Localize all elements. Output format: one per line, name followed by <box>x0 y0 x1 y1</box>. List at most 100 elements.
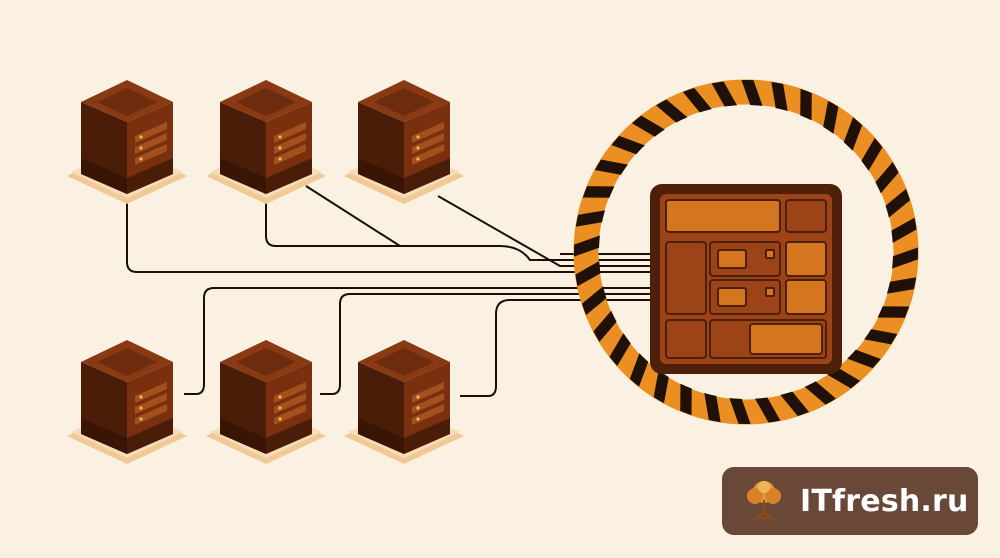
hazard-stripe-ring <box>574 80 919 424</box>
ring-stripe <box>777 387 812 420</box>
server-bay <box>135 393 167 414</box>
server-led <box>416 395 420 399</box>
server-bay <box>412 393 444 414</box>
server-bay <box>135 133 167 154</box>
server-led <box>139 417 143 421</box>
connection-wires <box>126 185 662 397</box>
wire <box>265 200 662 261</box>
ring-stripe <box>801 377 840 408</box>
tree-icon <box>747 481 781 521</box>
server-led <box>139 395 143 399</box>
server-bay <box>274 382 306 403</box>
server-top-face <box>81 340 173 382</box>
panel-block-footer-left <box>665 319 707 359</box>
ring-stripe <box>888 246 919 270</box>
panel-block-side <box>665 241 707 315</box>
ring-stripe <box>871 158 902 197</box>
server-led <box>139 406 143 410</box>
wire <box>437 195 662 267</box>
server-bay <box>412 133 444 154</box>
server-led <box>139 135 143 139</box>
brand-badge[interactable]: ITfresh.ru <box>722 467 978 535</box>
server-led <box>278 417 282 421</box>
server-led <box>416 406 420 410</box>
ring-stripe <box>628 349 651 391</box>
server-led <box>416 417 420 421</box>
server-led <box>416 157 420 161</box>
ring-stripe <box>886 215 919 246</box>
wire <box>460 299 662 397</box>
server-bay <box>412 404 444 425</box>
server-top-face <box>358 340 450 382</box>
ring-stripe <box>680 84 715 117</box>
server-led <box>278 135 282 139</box>
server-bottom-2 <box>206 340 326 464</box>
server-led <box>278 406 282 410</box>
server-top-face <box>220 80 312 122</box>
ring-stripe <box>703 388 722 424</box>
wire <box>126 200 662 273</box>
panel-block-row2-right <box>785 279 827 315</box>
server-top-2 <box>206 80 326 204</box>
ring-stripe <box>607 134 649 157</box>
ring-stripe <box>652 96 691 127</box>
ring-stripe <box>628 113 669 140</box>
ring-stripe <box>574 258 606 289</box>
server-bay <box>274 133 306 154</box>
server-bay <box>135 382 167 403</box>
server-led <box>139 146 143 150</box>
server-led <box>278 146 282 150</box>
server-led <box>278 157 282 161</box>
server-top-face <box>81 80 173 122</box>
ring-stripe <box>574 209 610 228</box>
ring-stripe <box>709 80 740 112</box>
server-bay <box>274 393 306 414</box>
ring-stripe <box>740 80 764 110</box>
dashboard-panel-icon <box>650 184 842 374</box>
wire <box>184 287 662 395</box>
server-top-face <box>220 340 312 382</box>
brand-name: ITfresh.ru <box>800 483 969 519</box>
server-bay <box>412 122 444 143</box>
panel-block-row2-pip <box>765 287 775 297</box>
server-led <box>416 135 420 139</box>
ring-stripe <box>843 347 885 370</box>
server-top-1 <box>67 80 187 204</box>
ring-stripe <box>822 96 840 139</box>
server-bay <box>274 122 306 143</box>
server-bay <box>412 382 444 403</box>
server-bottom-3 <box>344 340 464 464</box>
wire <box>305 185 401 247</box>
panel-block-corner <box>785 199 827 233</box>
server-bottom-1 <box>67 340 187 464</box>
panel-block-row1-dot <box>717 249 747 269</box>
server-led <box>139 157 143 161</box>
server-bay <box>274 144 306 165</box>
server-bay <box>135 144 167 165</box>
panel-block-row1-pip <box>765 249 775 259</box>
ring-stripe <box>881 186 914 221</box>
wire <box>320 293 662 395</box>
panel-block-header <box>665 199 781 233</box>
server-bay <box>135 404 167 425</box>
server-led <box>416 146 420 150</box>
ring-stripe <box>873 306 914 318</box>
server-top-face <box>358 80 450 122</box>
ring-stripe <box>728 394 752 424</box>
server-bay <box>412 144 444 165</box>
server-group <box>67 80 464 464</box>
ring-stripe <box>590 307 621 346</box>
central-hub <box>573 79 919 425</box>
ring-stripe <box>800 84 812 125</box>
ring-stripe <box>859 328 902 346</box>
ring-stripe <box>578 186 619 198</box>
ring-stripe <box>882 276 919 295</box>
ring-stripe <box>680 379 692 420</box>
server-bay <box>135 122 167 143</box>
server-bay <box>274 404 306 425</box>
ring-stripe <box>578 283 611 318</box>
panel-block-row1-right <box>785 241 827 277</box>
panel-block-footer-bar <box>749 323 823 355</box>
server-led <box>278 395 282 399</box>
